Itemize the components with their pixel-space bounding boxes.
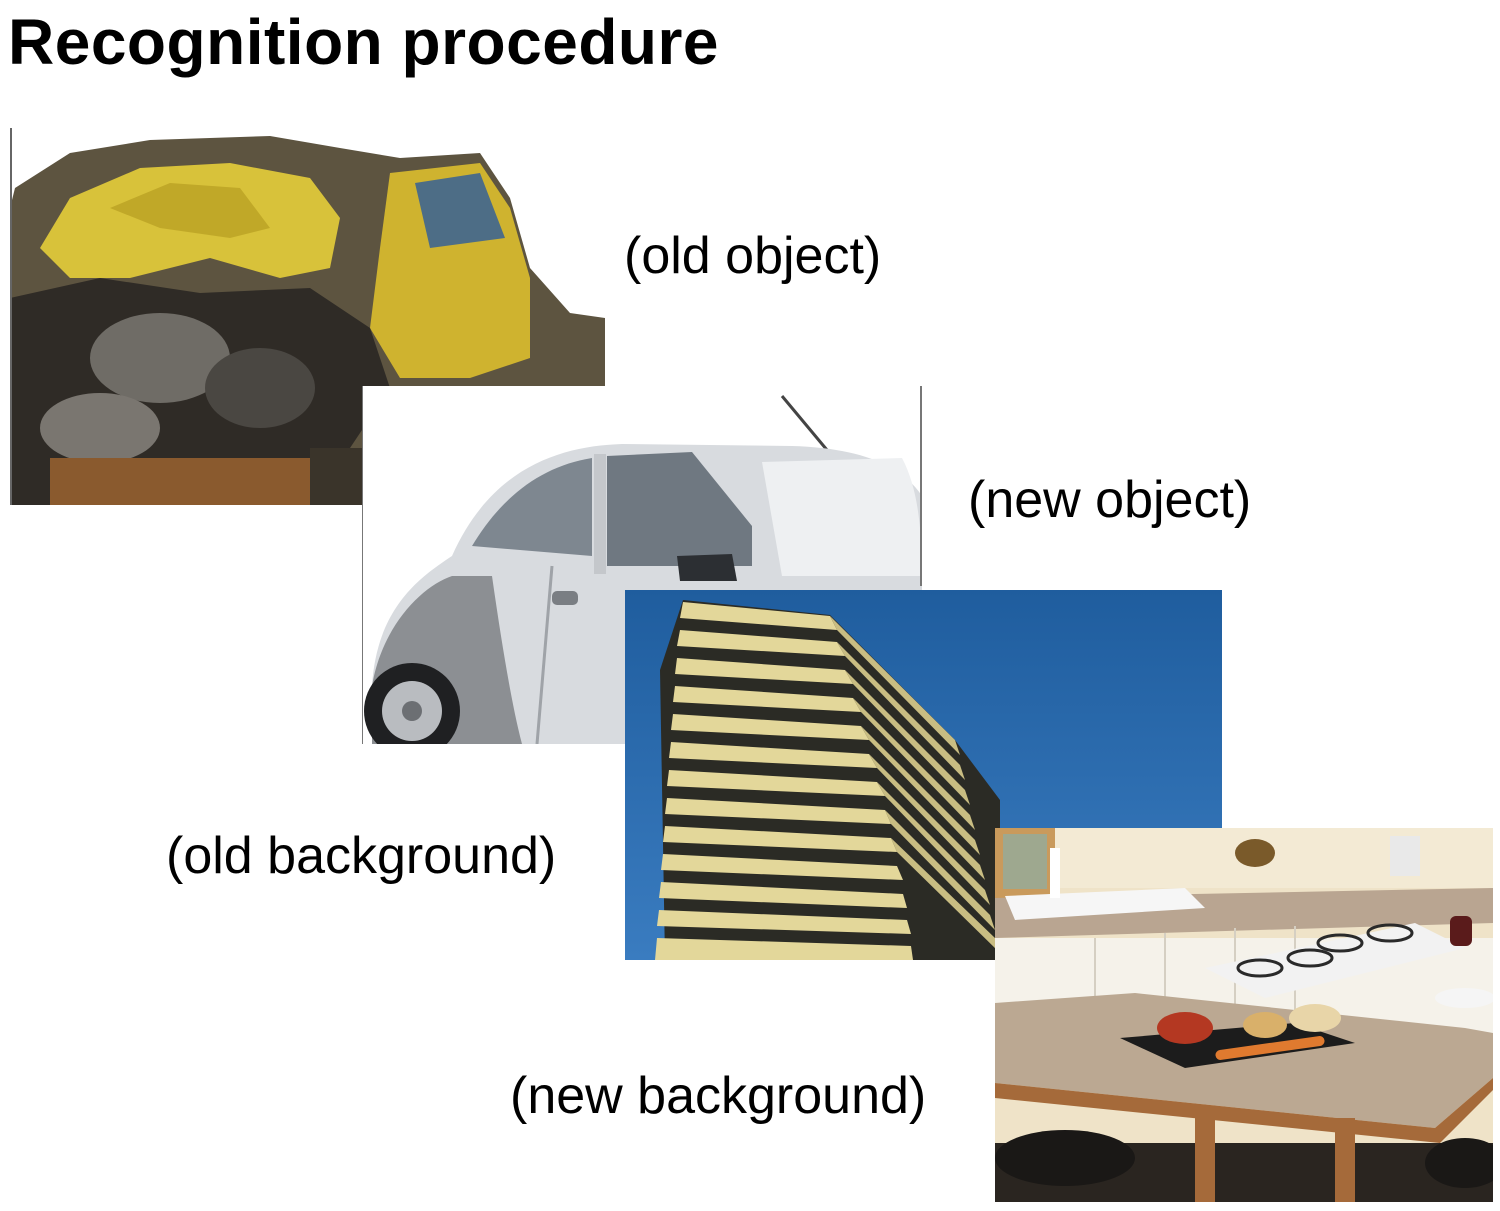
new-background-caption: (new background)	[510, 1067, 927, 1125]
old-background-image	[625, 590, 1222, 960]
new-object-caption: (new object)	[968, 471, 1252, 529]
slide-title: Recognition procedure	[8, 6, 719, 78]
old-object-caption: (old object)	[624, 227, 882, 285]
old-background-caption: (old background)	[166, 827, 557, 885]
new-background-image	[995, 828, 1493, 1202]
